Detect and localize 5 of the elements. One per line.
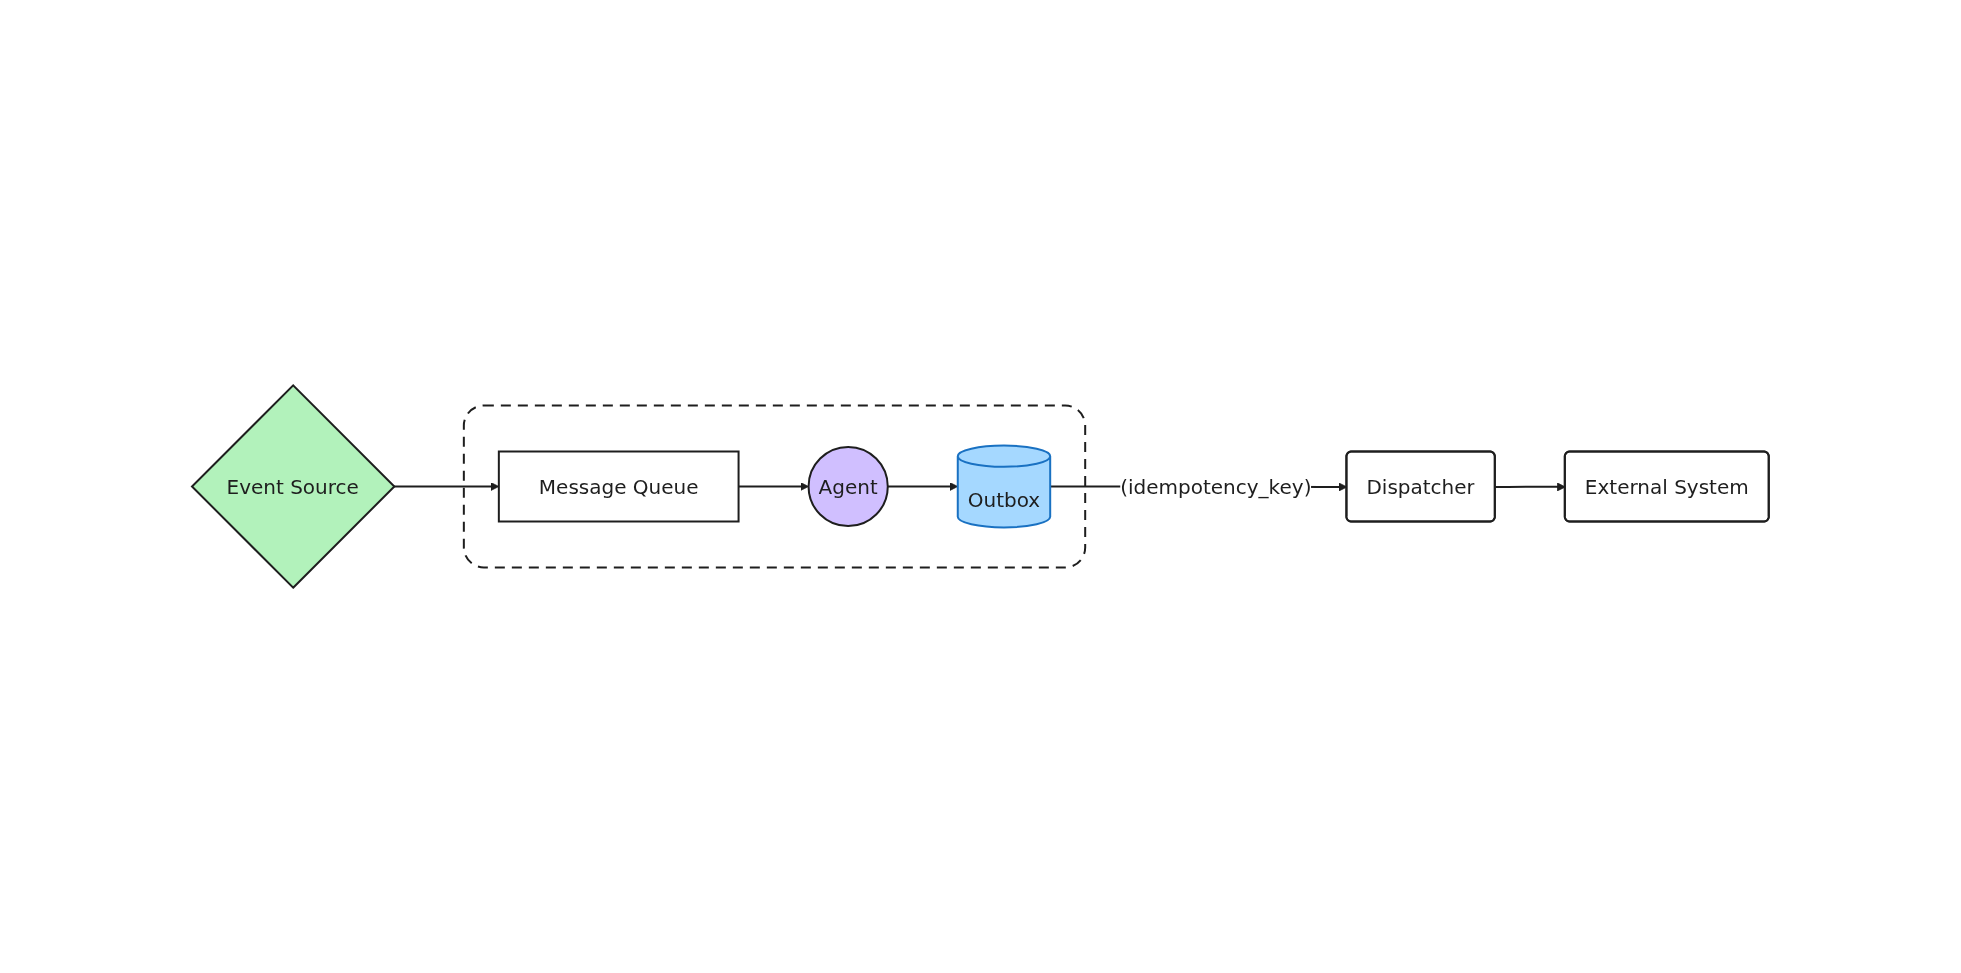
node-diamond: Event Source <box>190 383 396 590</box>
edge-label: (idempotency_key) <box>1120 474 1312 499</box>
cluster <box>462 404 1087 569</box>
node-circle: Agent <box>807 445 889 528</box>
node-box: Message Queue <box>497 450 740 523</box>
